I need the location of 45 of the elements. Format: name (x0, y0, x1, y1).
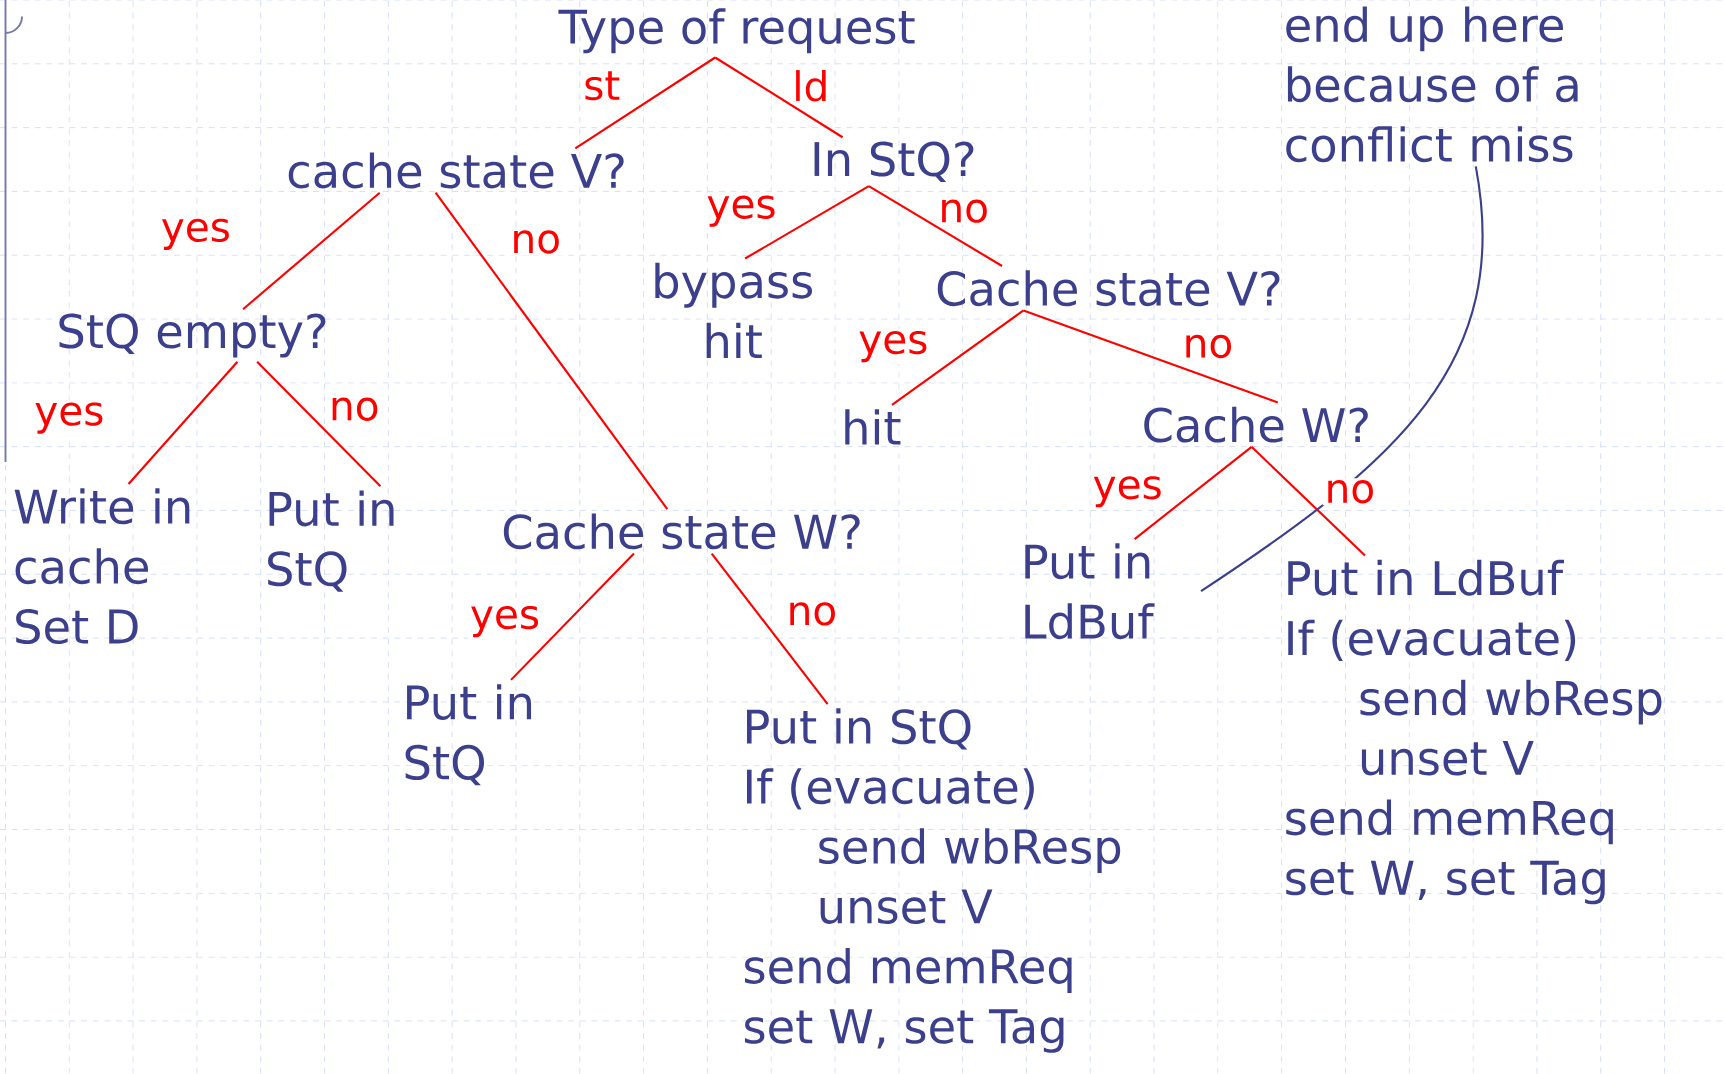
branch-line (1133, 446, 1253, 541)
branch-line (510, 552, 635, 681)
edge-label: yes (704, 193, 779, 229)
outcome-text: Put in LdBuf (1025, 543, 1155, 640)
branch-line (868, 185, 1003, 268)
pseudocode-text: Put in LdBuf If (evacuate) send wbResp unset V send memReq set W, set Tag (1286, 559, 1662, 905)
question-label: Type of request (558, 8, 915, 54)
leader-line (1200, 166, 1483, 593)
branch-line (127, 361, 239, 485)
branch-line (434, 192, 669, 510)
edge-label: no (784, 600, 840, 628)
pseudocode-text: Put in StQ If (evacuate) send wbResp unset V send memReq set W, set Tag (744, 708, 1121, 1053)
edge-label: no (327, 395, 382, 423)
question-label: In StQ? (814, 141, 974, 183)
question-label: cache state V? (288, 152, 624, 189)
edge-label: yes (467, 604, 542, 640)
outcome-text: bypass hit (655, 262, 812, 359)
outcome-text: Put in StQ (268, 490, 394, 592)
branch-line (574, 56, 716, 150)
edge-label: no (936, 197, 991, 225)
question-label: Cache W? (1144, 406, 1368, 443)
annotation-text: end up here because of a conflict miss (1286, 6, 1578, 163)
question-label: Cache state V? (937, 270, 1280, 307)
question-label: StQ empty? (59, 313, 326, 358)
branch-line (744, 185, 870, 260)
outcome-text: hit (845, 409, 901, 445)
edge-label: no (1180, 333, 1236, 361)
branch-line (714, 56, 844, 139)
branch-line (1250, 446, 1366, 557)
outcome-text: Put in StQ (405, 684, 532, 786)
branch-line (242, 192, 381, 311)
outcome-text: Write in cache Set D (14, 488, 190, 645)
edge-label: yes (32, 400, 107, 436)
branch-line (1023, 309, 1279, 404)
edge-label: ld (790, 68, 832, 104)
edge-label: yes (158, 216, 233, 252)
question-label: Cache state W? (503, 513, 860, 550)
branch-line (710, 553, 829, 705)
edge-label: yes (856, 329, 931, 365)
branch-line (256, 361, 382, 488)
edge-label: yes (1090, 474, 1165, 510)
edge-label: no (1322, 478, 1378, 506)
branch-line (891, 309, 1025, 406)
edge-label: no (508, 228, 563, 256)
edge-label: st (581, 69, 623, 103)
